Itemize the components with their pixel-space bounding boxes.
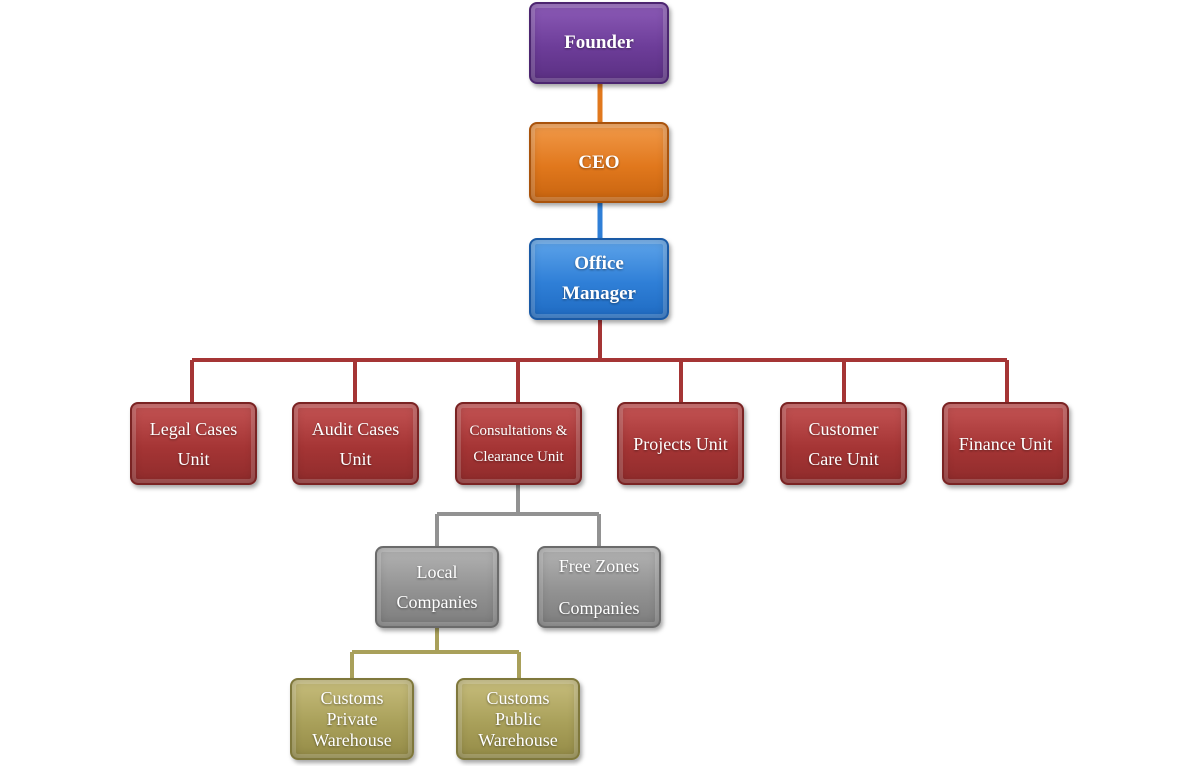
customs-private-warehouse-label-line3: Warehouse xyxy=(312,729,392,750)
local-companies-label-line2: Companies xyxy=(396,592,478,612)
customs-private-warehouse-label-line2: Private xyxy=(326,708,378,729)
customs-public-warehouse-node: Customs Public Warehouse xyxy=(456,678,580,760)
audit-cases-unit-label-line1: Audit Cases xyxy=(311,418,400,439)
customer-care-unit-label-line2: Care Unit xyxy=(808,448,879,469)
audit-cases-unit-node: Audit Cases Unit xyxy=(292,402,419,485)
customs-private-warehouse-label-line1: Customs xyxy=(320,687,384,708)
customs-public-warehouse-label-line2: Public xyxy=(494,708,541,729)
consultations-clearance-unit-label-line1: Consultations & xyxy=(469,422,568,439)
projects-unit-node: Projects Unit xyxy=(617,402,744,485)
local-companies-node: Local Companies xyxy=(375,546,499,628)
local-companies-label-line1: Local xyxy=(416,562,458,582)
ceo-node: CEO xyxy=(529,122,669,203)
founder-node: Founder xyxy=(529,2,669,84)
free-zones-companies-label-line1: Free Zones xyxy=(558,556,640,576)
founder-label: Founder xyxy=(564,32,634,53)
customer-care-unit-label-line1: Customer xyxy=(808,418,879,439)
free-zones-companies-label-line2: Companies xyxy=(558,598,640,618)
free-zones-companies-node: Free Zones Companies xyxy=(537,546,661,628)
finance-unit-node: Finance Unit xyxy=(942,402,1069,485)
legal-cases-unit-label-line2: Unit xyxy=(177,448,210,469)
consultations-clearance-unit-node: Consultations & Clearance Unit xyxy=(455,402,582,485)
connector-local-warehouses xyxy=(350,628,521,678)
customer-care-unit-node: Customer Care Unit xyxy=(780,402,907,485)
projects-unit-label: Projects Unit xyxy=(633,433,728,454)
ceo-label: CEO xyxy=(578,151,620,173)
customs-public-warehouse-label-line1: Customs xyxy=(486,687,550,708)
connector-consultations-companies xyxy=(435,485,601,546)
connector-office-manager-units xyxy=(190,320,1009,402)
legal-cases-unit-label-line1: Legal Cases xyxy=(149,418,238,439)
office-manager-label-line2: Manager xyxy=(562,283,636,304)
customs-public-warehouse-label-line3: Warehouse xyxy=(478,729,558,750)
finance-unit-label: Finance Unit xyxy=(958,433,1053,454)
consultations-clearance-unit-label-line2: Clearance Unit xyxy=(473,448,564,465)
audit-cases-unit-label-line2: Unit xyxy=(339,448,372,469)
office-manager-label-line1: Office xyxy=(574,253,624,274)
office-manager-node: Office Manager xyxy=(529,238,669,320)
legal-cases-unit-node: Legal Cases Unit xyxy=(130,402,257,485)
customs-private-warehouse-node: Customs Private Warehouse xyxy=(290,678,414,760)
